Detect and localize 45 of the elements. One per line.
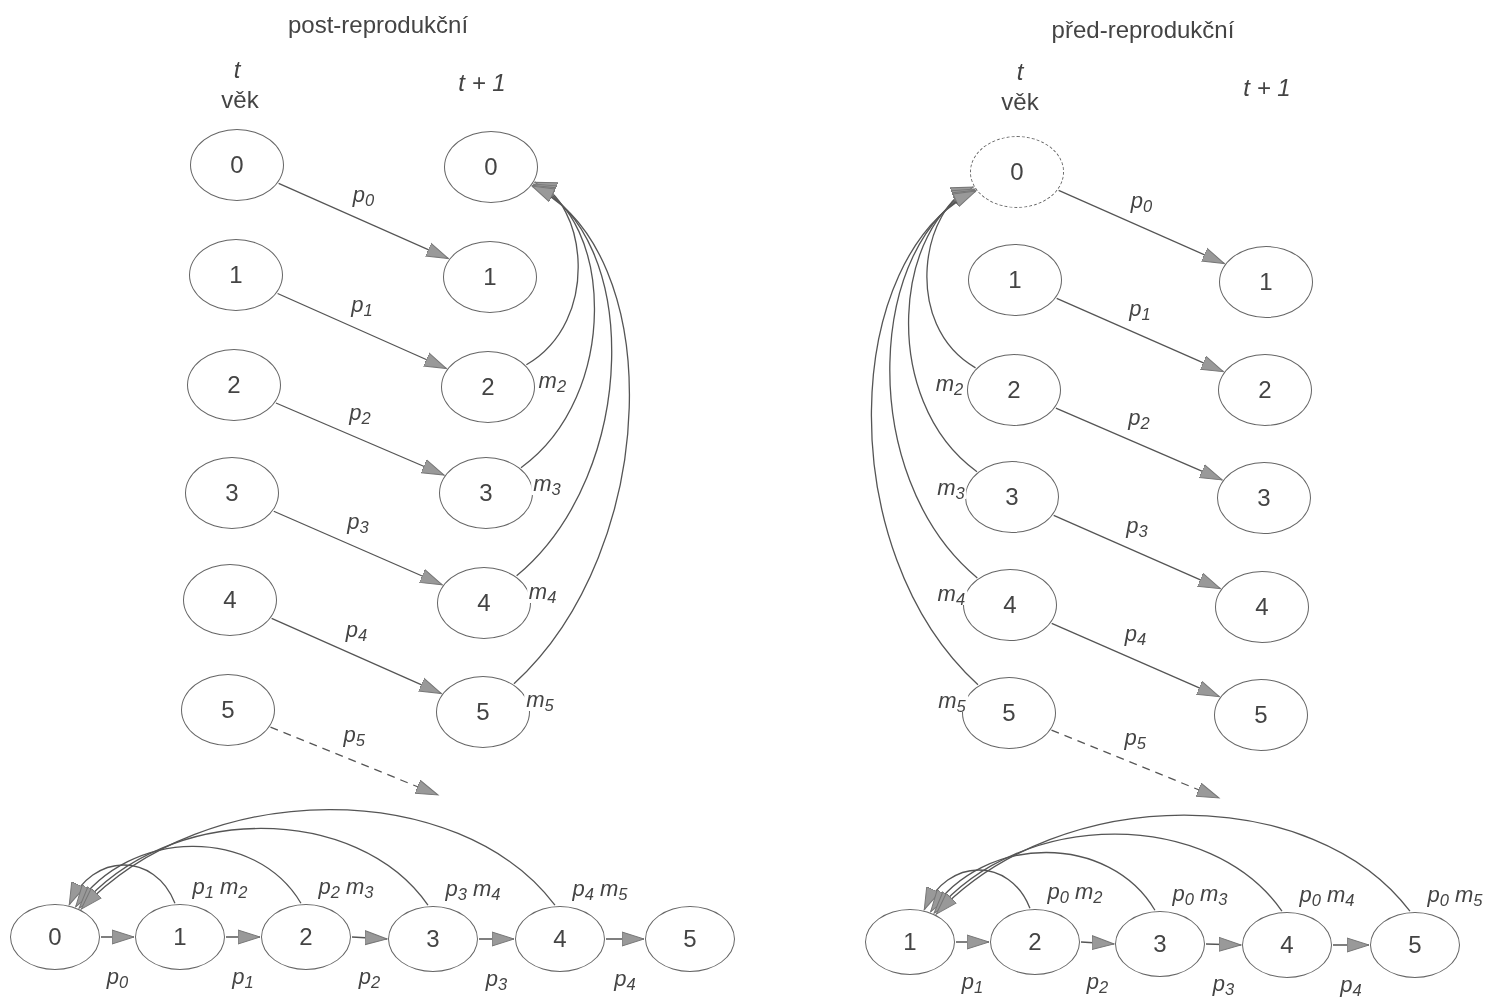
arrow [225,929,261,945]
arrow [930,851,1156,913]
axis-label: před-reprodukční [1051,18,1235,42]
arrow [923,869,1031,911]
axis-label: věk [221,88,259,112]
arrow [68,864,176,906]
arrow [276,292,448,370]
arrow [1051,622,1220,698]
arrow [908,188,978,473]
arrow [478,931,515,947]
arrow [1050,729,1220,799]
axis-label: t [1016,60,1024,84]
arrow [100,929,135,945]
axis-label: t + 1 [1243,76,1291,100]
arrow [75,845,302,908]
axis-label: věk [1001,90,1039,114]
arrow [1053,514,1221,590]
arrow [1056,297,1224,373]
arrow [926,186,977,369]
arrow [351,930,388,946]
arrow [955,934,990,950]
arrow [78,827,429,909]
arrow [1058,189,1225,265]
arrow [1332,937,1370,953]
arrow [513,185,630,685]
arrow [275,402,445,476]
arrow [1055,407,1223,481]
arrow [889,189,978,579]
axis-label: t + 1 [458,71,506,95]
arrow [1205,936,1242,952]
arrow [605,931,645,947]
arrow [525,181,579,366]
arrow [270,617,443,695]
arrow [933,833,1283,914]
arrow [269,726,439,796]
arrow [935,814,1411,915]
arrow [277,182,450,260]
arrow [515,184,613,577]
axis-label: post-reprodukční [287,13,469,37]
axis-label: t [233,58,241,82]
arrow [273,510,443,586]
arrow [870,190,979,686]
arrow [1080,935,1115,951]
arrow [80,808,556,910]
arrow [520,183,596,469]
